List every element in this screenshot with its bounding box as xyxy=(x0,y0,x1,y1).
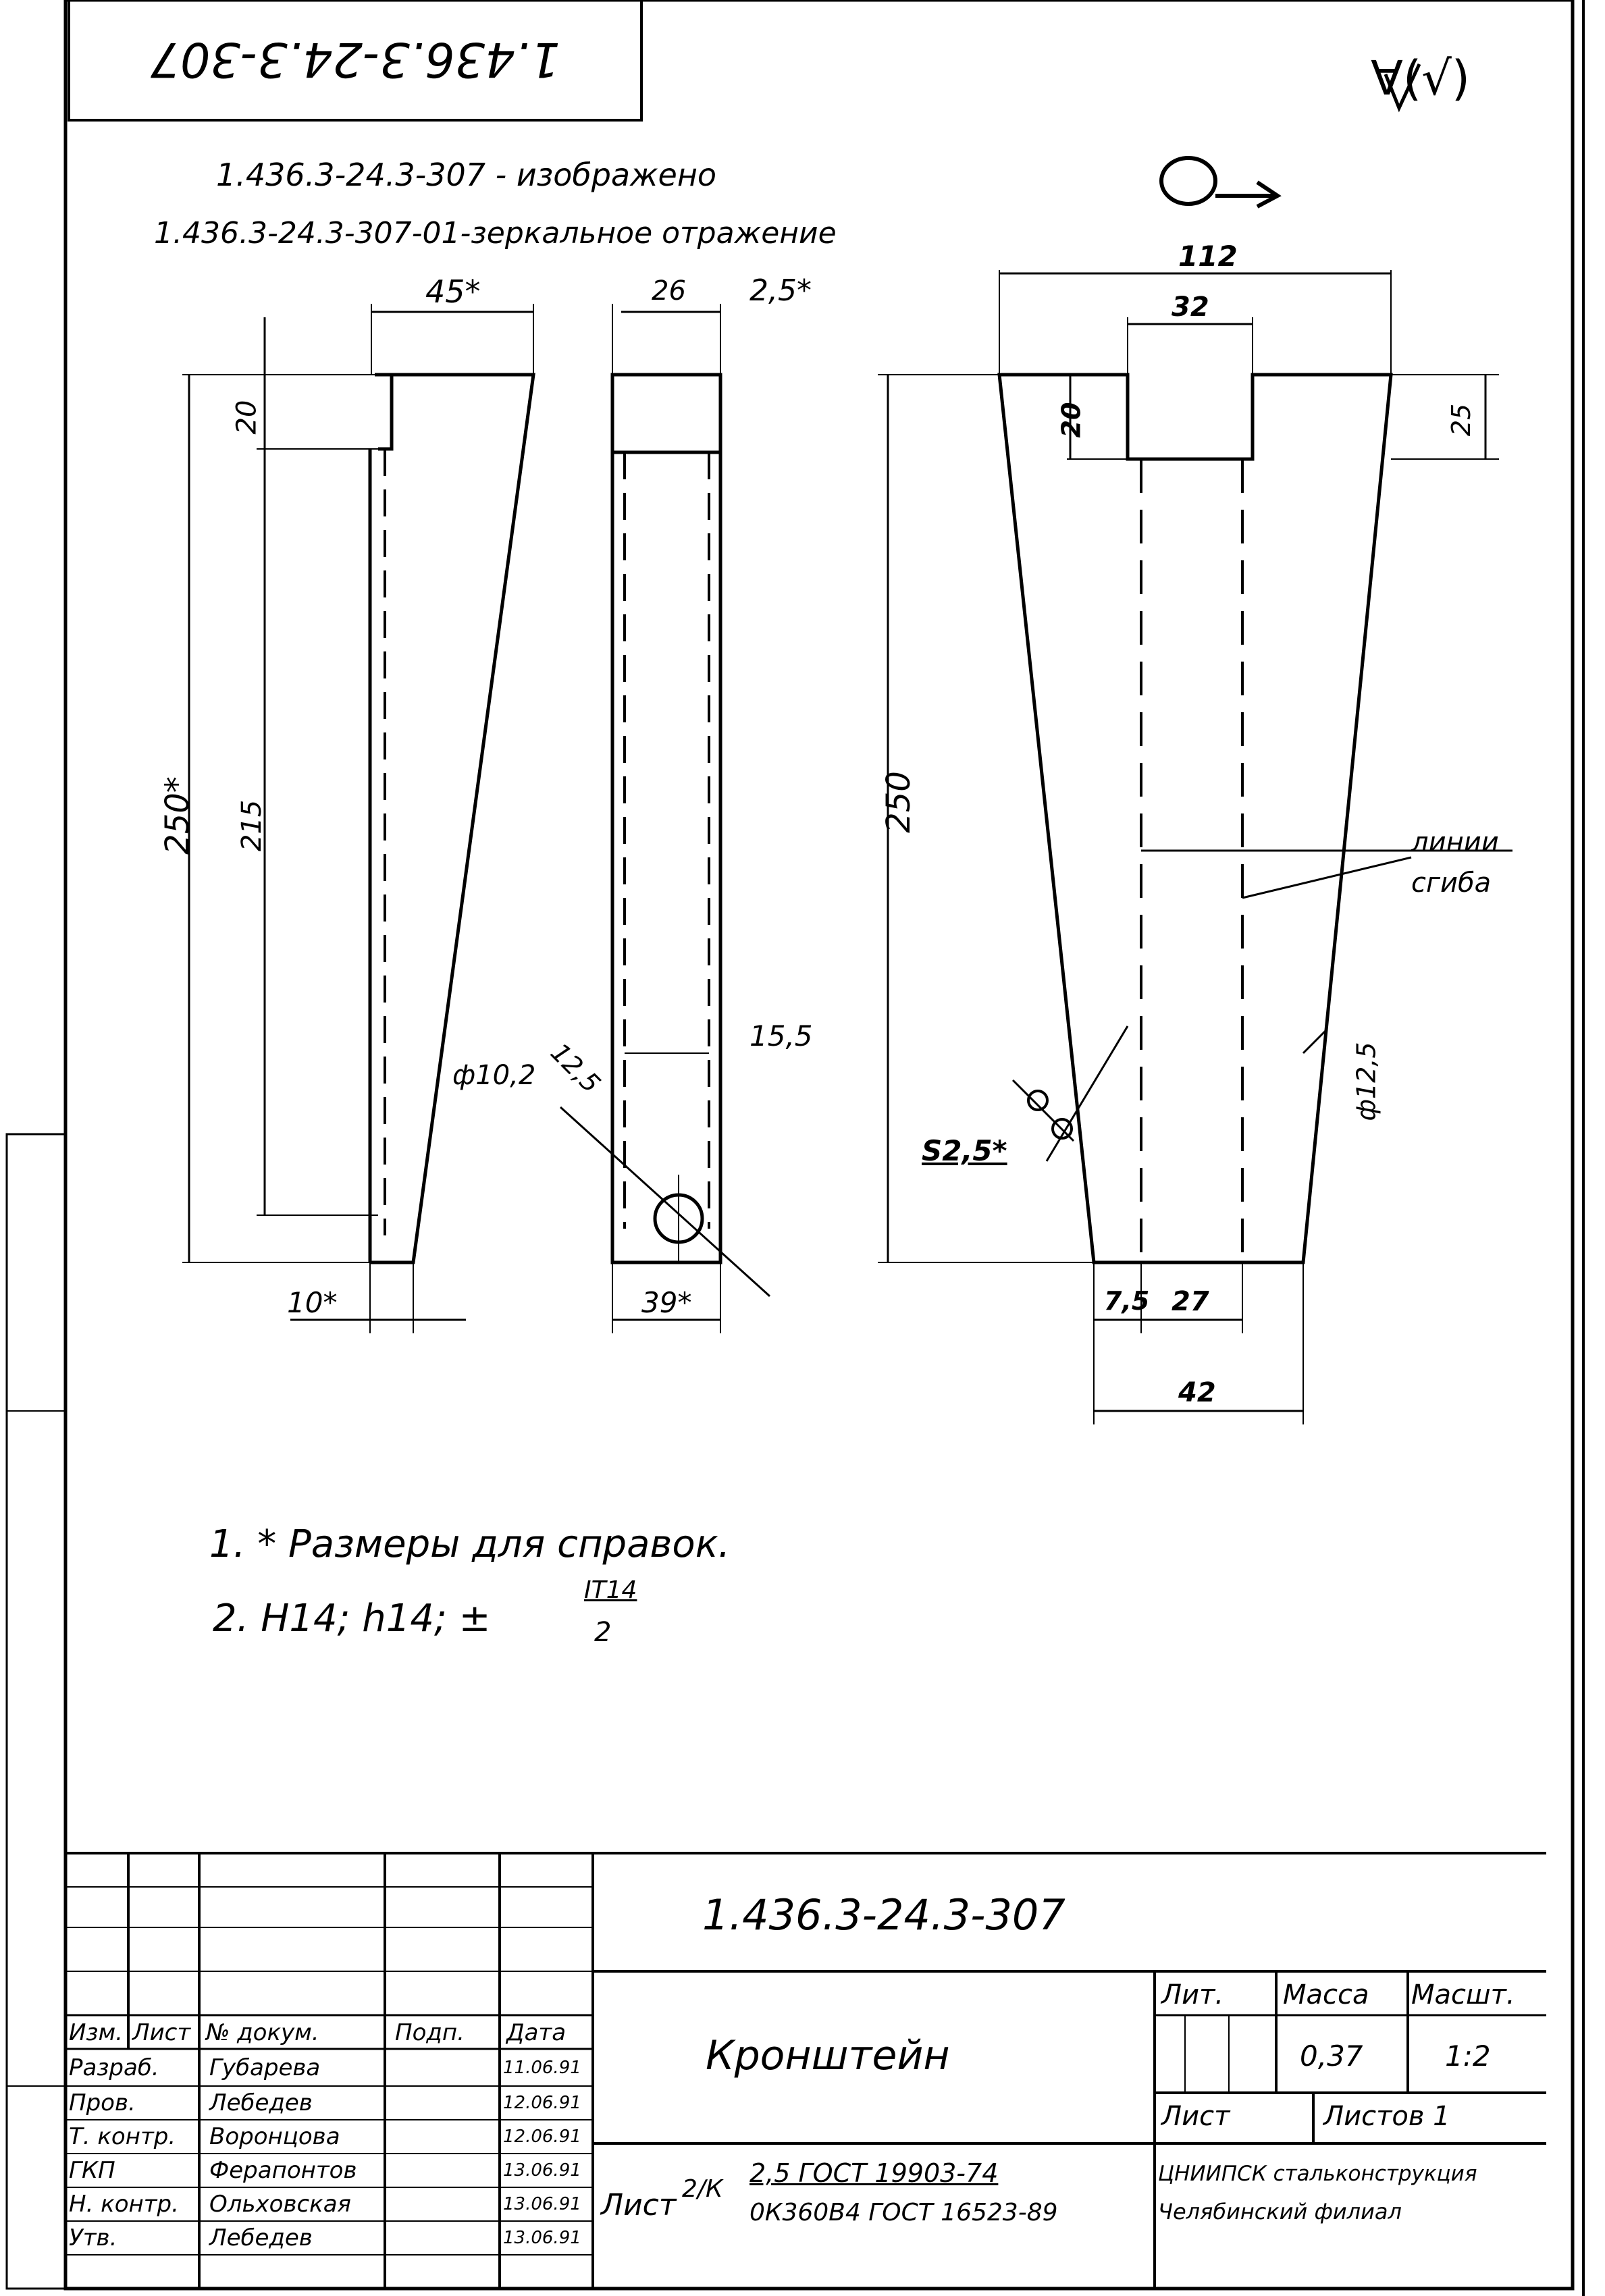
row-date-1: 11.06.91 xyxy=(503,2058,581,2078)
row-name-1: Губарева xyxy=(209,2054,321,2081)
mass-value: 0,37 xyxy=(1300,2039,1363,2073)
title-designation: 1.436.3-24.3-307 xyxy=(702,1890,1065,1940)
header-note-1: 1.436.3-24.3-307 - изображено xyxy=(216,157,717,193)
title-name: Кронштейн xyxy=(706,2032,950,2079)
dim-plan-bottom: 42 xyxy=(1178,1377,1216,1408)
dim-front-width: 26 xyxy=(652,275,686,306)
dim-plan-top: 112 xyxy=(1178,240,1238,273)
dim-front-bottom: 39* xyxy=(641,1286,692,1319)
mass-label: Масса xyxy=(1283,1979,1369,2010)
row-name-2: Лебедев xyxy=(209,2089,313,2116)
dim-plan-right-top: 25 xyxy=(1446,403,1477,437)
scale-label: Масшт. xyxy=(1411,1979,1515,2010)
row-name-4: Ферапонтов xyxy=(209,2157,357,2184)
dim-plan-radius: ф12,5 xyxy=(1351,1042,1382,1121)
side-view xyxy=(182,304,535,1333)
front-view xyxy=(559,304,771,1333)
row-role-5: Н. контр. xyxy=(69,2191,179,2218)
material-mid: 2/К xyxy=(682,2175,723,2203)
corner-stamp-box: 1.436.3-24.3-307 xyxy=(68,0,643,122)
row-role-6: Утв. xyxy=(69,2224,117,2251)
row-name-6: Лебедев xyxy=(209,2224,313,2251)
org-line-2: Челябинский филиал xyxy=(1158,2199,1402,2224)
material-prefix: Лист xyxy=(601,2188,677,2222)
row-date-4: 13.06.91 xyxy=(503,2160,581,2181)
dim-front-hole-dia: ф10,2 xyxy=(452,1060,536,1091)
note-fraction-den: 2 xyxy=(594,1617,612,1648)
title-block-grid xyxy=(65,1852,1546,2289)
material-denominator: 0К360В4 ГОСТ 16523-89 xyxy=(749,2199,1058,2226)
col-header-izm: Изм. xyxy=(69,2019,123,2046)
header-note-2: 1.436.3-24.3-307-01-зеркальное отражение xyxy=(154,216,837,250)
dim-plan-thickness: S2,5* xyxy=(922,1134,1007,1167)
corner-stamp-text: 1.436.3-24.3-307 xyxy=(150,32,560,87)
row-name-3: Воронцова xyxy=(209,2123,340,2150)
scale-value: 1:2 xyxy=(1445,2039,1491,2073)
dim-plan-inner-top: 32 xyxy=(1172,292,1209,323)
row-date-3: 12.06.91 xyxy=(503,2127,581,2147)
note-2: 2. H14; h14; ± xyxy=(213,1597,491,1640)
roughness-symbol xyxy=(1384,63,1421,113)
org-line-1: ЦНИИПСК стальконструкция xyxy=(1158,2162,1477,2186)
dim-plan-height: 250 xyxy=(879,771,918,833)
note-fraction-num: IT14 xyxy=(584,1576,637,1604)
dim-side-width: 45* xyxy=(425,273,481,310)
row-date-2: 12.06.91 xyxy=(503,2093,581,2113)
bend-lines-label-1: линии xyxy=(1411,827,1499,858)
roughness-mark: ∀(√) xyxy=(1371,51,1471,106)
dim-plan-bottom-left: 7,5 xyxy=(1104,1286,1150,1316)
frame-border xyxy=(63,0,1575,2291)
material-numerator: 2,5 ГОСТ 19903-74 xyxy=(749,2158,999,2188)
dim-side-top: 20 xyxy=(231,400,263,435)
sheets-label: Листов 1 xyxy=(1323,2101,1450,2132)
dim-side-height: 250* xyxy=(158,776,196,855)
dim-plan-left-top: 20 xyxy=(1056,402,1086,438)
dim-front-hole-offset: 15,5 xyxy=(749,1019,813,1052)
bend-lines-label-2: сгиба xyxy=(1411,867,1492,899)
row-role-3: Т. контр. xyxy=(69,2123,176,2150)
col-header-date: Дата xyxy=(506,2019,567,2046)
view-direction-arrow xyxy=(1159,156,1282,209)
row-name-5: Ольховская xyxy=(209,2191,352,2218)
col-header-list: Лист xyxy=(132,2019,191,2046)
dim-front-gap: 2,5* xyxy=(749,273,812,308)
col-header-sign: Подп. xyxy=(395,2019,465,2046)
plan-view xyxy=(878,270,1512,1424)
row-role-4: ГКП xyxy=(69,2157,115,2184)
row-role-1: Разраб. xyxy=(69,2054,159,2081)
note-1: 1. * Размеры для справок. xyxy=(209,1522,731,1566)
dim-plan-bottom-inner: 27 xyxy=(1172,1286,1209,1317)
row-date-5: 13.06.91 xyxy=(503,2194,581,2214)
left-margin-strip xyxy=(5,1133,67,2290)
sheet-label: Лист xyxy=(1161,2101,1230,2132)
row-date-6: 13.06.91 xyxy=(503,2228,581,2248)
lit-label: Лит. xyxy=(1161,1979,1224,2010)
row-role-2: Пров. xyxy=(69,2089,136,2116)
dim-side-inner: 215 xyxy=(236,799,268,852)
col-header-doc: № докум. xyxy=(206,2019,319,2046)
dim-side-bottom: 10* xyxy=(287,1286,338,1319)
